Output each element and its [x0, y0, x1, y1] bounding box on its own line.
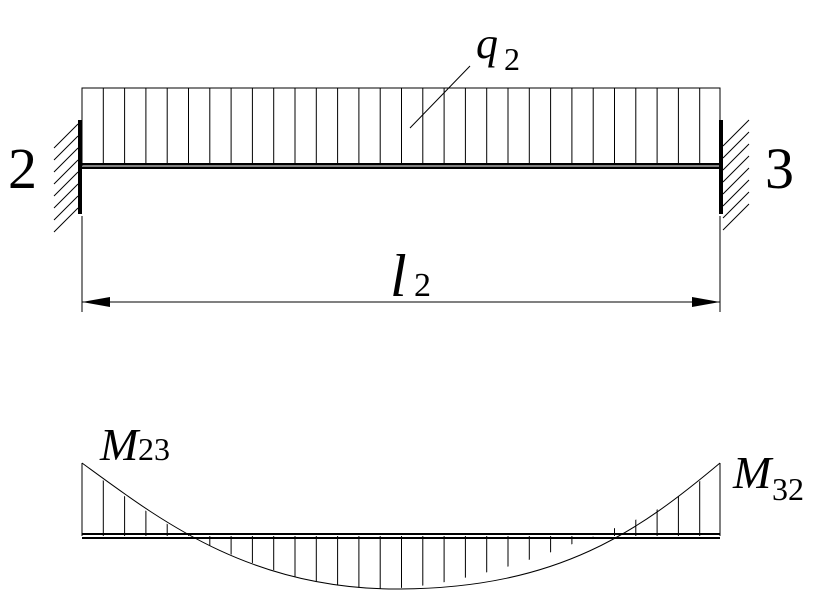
span-label-subscript: 2 — [414, 267, 431, 304]
load-hatch — [102, 88, 701, 164]
span-dimension — [81, 216, 721, 312]
left-support-label: 2 — [8, 136, 37, 201]
moment-diagram — [81, 462, 721, 590]
support-hatch-line — [722, 167, 750, 195]
left-support-hatch — [53, 123, 79, 233]
support-hatch-line — [722, 179, 750, 207]
support-hatch-line — [53, 183, 79, 209]
moment-curve — [81, 462, 721, 590]
moment-left-subscript: 23 — [138, 431, 170, 467]
support-hatch-line — [53, 147, 79, 173]
moment-hatch — [102, 463, 701, 589]
moment-left-label: M — [99, 419, 141, 470]
load-label-subscript: 2 — [504, 41, 520, 77]
right-fixed-support — [719, 119, 750, 231]
support-hatch-line — [722, 191, 750, 219]
support-hatch-line — [53, 135, 79, 161]
support-hatch-line — [53, 207, 79, 233]
support-hatch-line — [53, 159, 79, 185]
support-hatch-line — [722, 203, 750, 231]
support-hatch-line — [53, 171, 79, 197]
span-label: l — [390, 243, 407, 309]
support-hatch-line — [722, 131, 750, 159]
support-hatch-line — [53, 195, 79, 221]
right-support-label: 3 — [765, 136, 794, 201]
dim-arrow-right — [692, 297, 720, 307]
support-hatch-line — [722, 155, 750, 183]
moment-right-label: M — [732, 447, 774, 498]
right-support-hatch — [722, 119, 750, 231]
distributed-load — [81, 87, 721, 167]
load-label: q — [476, 19, 498, 68]
dim-arrow-left — [82, 297, 110, 307]
load-leader-line — [409, 65, 471, 129]
support-hatch-line — [722, 143, 750, 171]
support-hatch-line — [722, 119, 750, 147]
support-hatch-line — [53, 123, 79, 149]
moment-right-subscript: 32 — [772, 471, 804, 507]
beam — [82, 163, 720, 169]
left-fixed-support — [53, 120, 82, 233]
